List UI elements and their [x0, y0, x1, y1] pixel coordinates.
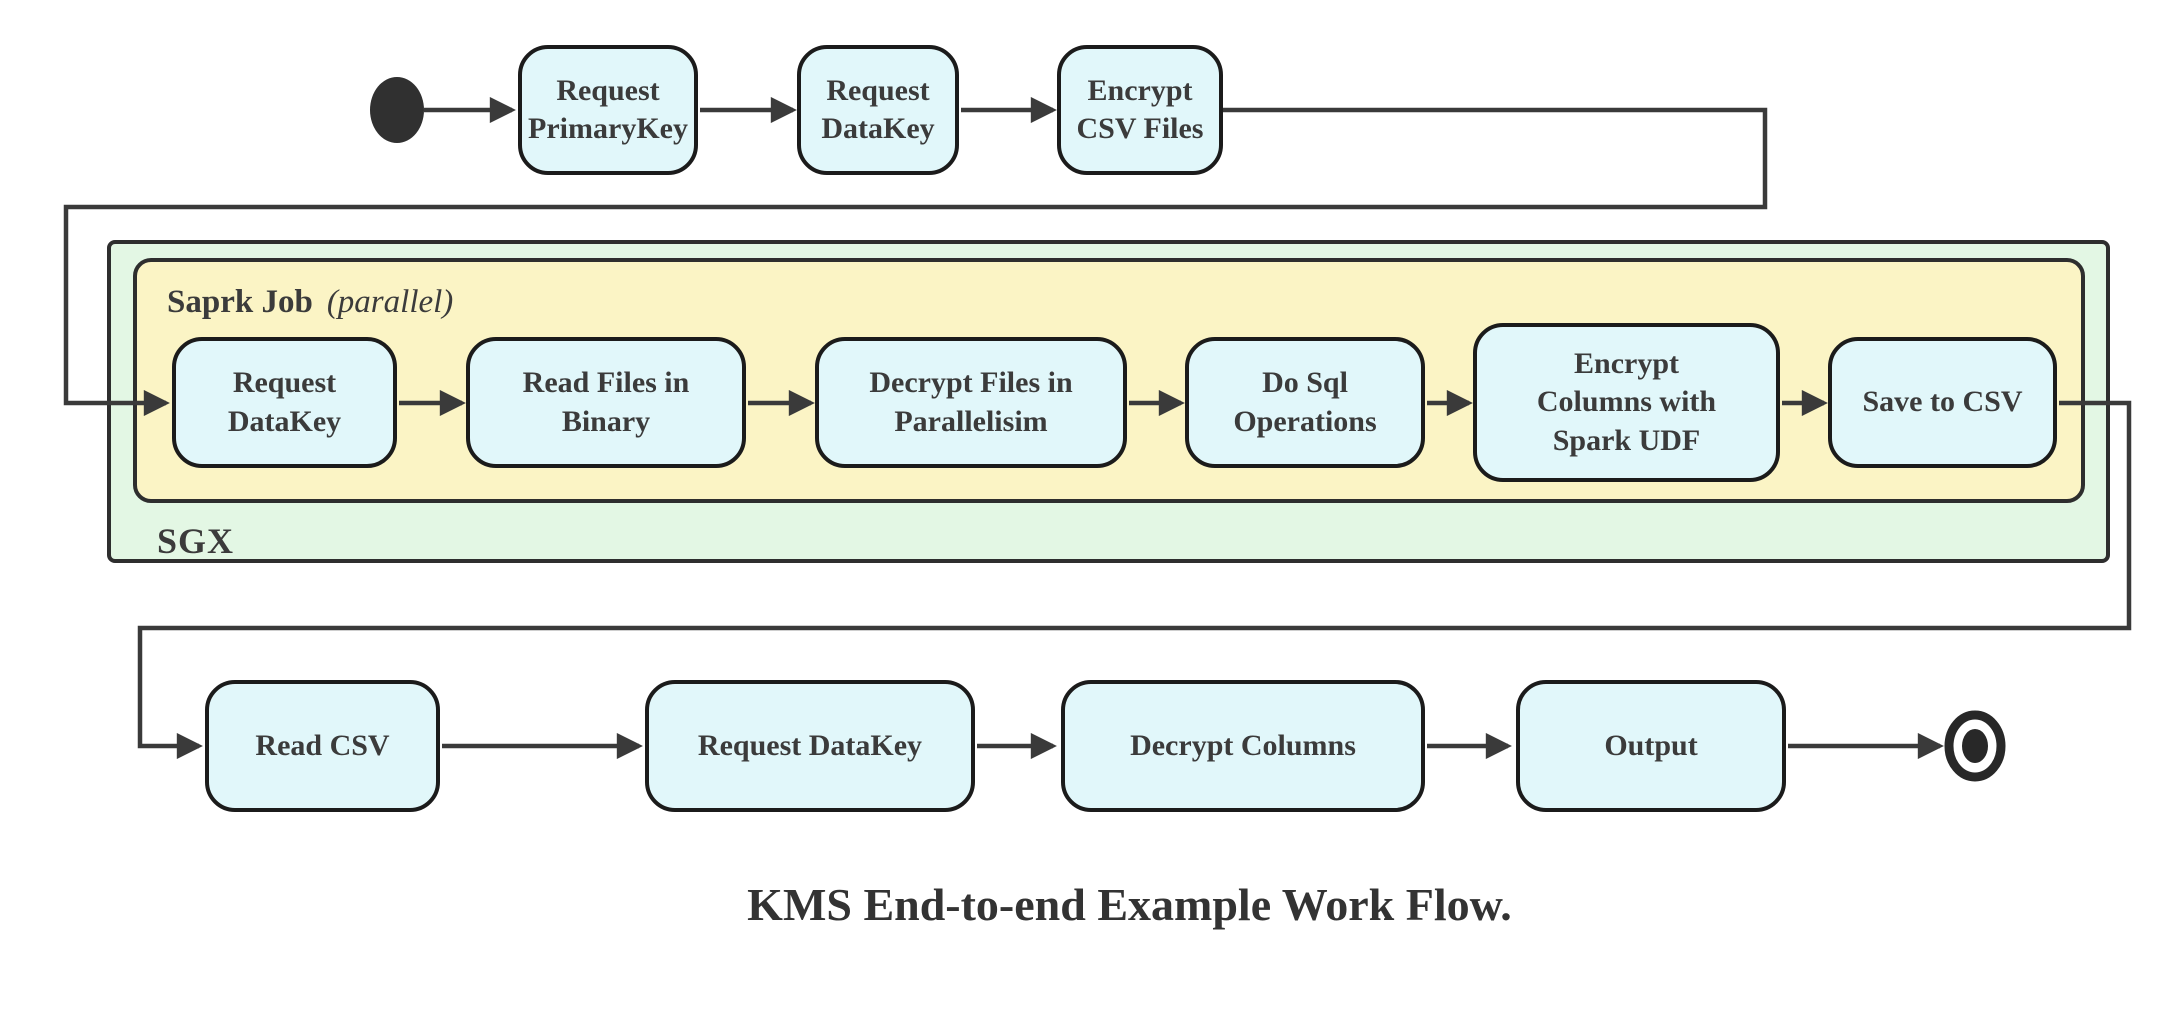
- node-output: Output: [1516, 680, 1786, 812]
- node-request-primarykey: Request PrimaryKey: [518, 45, 698, 175]
- node-read-files-in-binary: Read Files in Binary: [466, 337, 746, 468]
- bullseye-final-state-icon: [1944, 710, 2006, 782]
- edge-save-csv-to-read-csv: [137, 400, 2132, 760]
- spark-job-label: Saprk Job (parallel): [167, 284, 453, 321]
- node-request-datakey-bottom: Request DataKey: [645, 680, 975, 812]
- sgx-label: SGX: [157, 521, 235, 561]
- spark-job-label-italic: (parallel): [326, 284, 454, 320]
- node-decrypt-columns: Decrypt Columns: [1061, 680, 1425, 812]
- node-read-csv: Read CSV: [205, 680, 440, 812]
- node-decrypt-files-in-parallelisim: Decrypt Files in Parallelisim: [815, 337, 1127, 468]
- node-encrypt-columns-spark-udf: Encrypt Columns with Spark UDF: [1473, 323, 1780, 482]
- node-request-datakey-sgx: Request DataKey: [172, 337, 397, 468]
- node-do-sql-operations: Do Sql Operations: [1185, 337, 1425, 468]
- filled-circle-start-icon: [370, 77, 424, 143]
- node-save-to-csv: Save to CSV: [1828, 337, 2057, 468]
- diagram-caption: KMS End-to-end Example Work Flow.: [747, 879, 1512, 930]
- spark-job-label-bold: Saprk Job: [167, 284, 313, 320]
- end-inner-dot: [1962, 729, 1988, 763]
- edge-encrypt-csv-to-sgx-request-datakey: [63, 107, 1768, 417]
- node-encrypt-csv-files: Encrypt CSV Files: [1057, 45, 1223, 175]
- node-request-datakey-top: Request DataKey: [797, 45, 959, 175]
